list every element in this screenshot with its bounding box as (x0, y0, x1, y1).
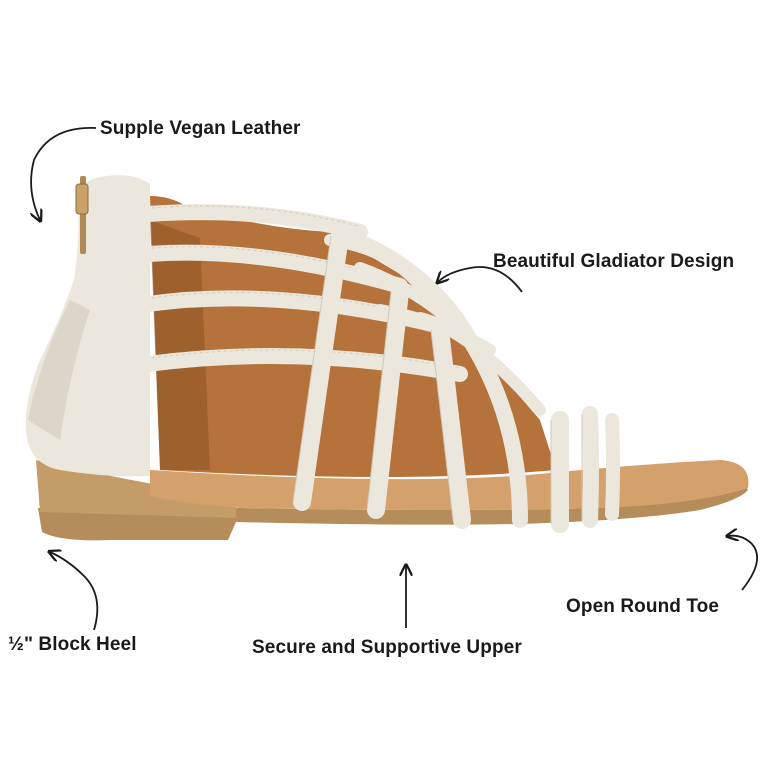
outsole (38, 484, 748, 541)
heel-counter (25, 175, 150, 477)
cross-lacing (324, 234, 546, 416)
inner-lining-shadow (150, 220, 210, 470)
zipper-pull (75, 183, 89, 215)
strap-edges (292, 235, 583, 524)
label-open-round-toe: Open Round Toe (566, 596, 720, 617)
label-supportive-upper: Secure and Supportive Upper (252, 637, 522, 658)
label-supple-vegan-leather: Supple Vegan Leather (100, 118, 301, 139)
heel-block (36, 460, 236, 518)
label-block-heel: ½" Block Heel (8, 634, 137, 655)
annotation-arrows (31, 127, 759, 631)
label-gladiator-design: Beautiful Gladiator Design (493, 251, 735, 272)
heel-counter-shade (28, 300, 90, 440)
arrow-toe (728, 536, 759, 591)
arrow-heel (50, 552, 99, 631)
arrow-gladiator (438, 266, 523, 293)
arrow-leather (31, 127, 97, 220)
